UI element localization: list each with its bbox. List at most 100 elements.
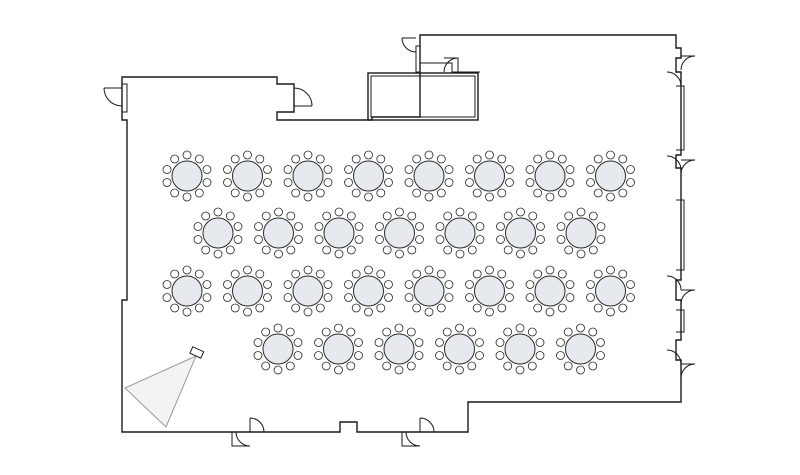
door-right-4: [666, 349, 696, 379]
chair: [323, 280, 333, 289]
table-top: [474, 275, 505, 307]
chair: [291, 188, 301, 198]
chair: [322, 211, 332, 221]
chair: [443, 245, 453, 255]
chair: [586, 178, 595, 187]
door-right-2: [666, 155, 696, 175]
chair: [322, 245, 332, 255]
chair: [545, 150, 555, 160]
chair: [334, 249, 344, 259]
chair: [503, 327, 513, 337]
chair: [436, 303, 446, 313]
chair: [424, 265, 434, 275]
chair: [444, 280, 454, 289]
round-table: [556, 207, 606, 259]
chair: [382, 245, 392, 255]
chair: [525, 280, 535, 289]
chair: [505, 165, 514, 174]
chair: [261, 327, 271, 337]
chair: [344, 178, 353, 187]
chair: [415, 235, 424, 244]
chair: [274, 207, 283, 217]
chair: [334, 207, 344, 217]
chair: [263, 293, 272, 302]
chair: [213, 249, 223, 259]
chair: [202, 165, 212, 174]
chair: [618, 269, 628, 279]
chair: [533, 188, 543, 198]
chair: [230, 154, 240, 164]
chair: [406, 361, 416, 371]
chair: [263, 280, 272, 289]
door-left-top: [103, 87, 123, 107]
round-table: [344, 265, 393, 317]
chair: [382, 327, 392, 337]
chair: [564, 211, 574, 221]
table-top: [353, 275, 384, 307]
chair: [314, 351, 323, 360]
chair: [384, 280, 393, 289]
chair: [626, 178, 635, 187]
table-top: [444, 217, 476, 249]
wall-details: [122, 45, 685, 333]
door-upper-left-raised: [401, 37, 417, 53]
chair: [225, 245, 235, 255]
table-top: [232, 160, 263, 192]
door-stage: [443, 57, 459, 73]
chair: [407, 245, 417, 255]
chair: [626, 293, 635, 302]
chair: [565, 280, 575, 289]
table-top: [413, 160, 445, 192]
chair: [303, 192, 313, 202]
chair: [351, 269, 361, 279]
chair: [170, 188, 180, 198]
chair: [472, 269, 482, 279]
chair: [412, 188, 422, 198]
round-table: [314, 207, 364, 259]
chair: [467, 211, 477, 221]
chair: [374, 351, 384, 360]
chair: [444, 178, 454, 187]
chair: [346, 245, 356, 255]
table-top: [171, 160, 203, 192]
chair: [364, 192, 373, 202]
chair: [162, 293, 172, 302]
chair: [182, 150, 192, 160]
chair: [286, 211, 296, 221]
chair: [194, 188, 204, 198]
chair: [576, 365, 585, 375]
chair: [404, 293, 414, 302]
door-bottom-left: [231, 417, 265, 447]
round-table: [556, 323, 605, 375]
chair: [606, 192, 615, 202]
table-top: [413, 275, 445, 307]
chair: [194, 154, 204, 164]
round-table: [465, 150, 514, 202]
chair: [505, 280, 514, 289]
chair: [525, 178, 535, 187]
chair: [557, 303, 567, 313]
door-right-1: [666, 55, 696, 87]
chair: [465, 280, 474, 289]
round-table: [586, 265, 635, 317]
chair: [545, 192, 555, 202]
chair: [286, 245, 296, 255]
chair: [588, 361, 598, 371]
chair: [384, 178, 393, 187]
chair: [576, 207, 586, 217]
chair: [404, 165, 414, 174]
chair: [436, 188, 446, 198]
chair: [465, 178, 474, 187]
chair: [485, 307, 494, 317]
chair: [527, 327, 537, 337]
table-top: [384, 217, 415, 249]
chair: [626, 280, 635, 289]
chair: [515, 365, 525, 375]
chair: [503, 211, 513, 221]
table-top: [504, 333, 536, 365]
round-table: [314, 323, 363, 375]
chair: [273, 365, 283, 375]
round-table: [495, 323, 545, 375]
chair: [586, 280, 595, 289]
table-top: [474, 160, 505, 192]
